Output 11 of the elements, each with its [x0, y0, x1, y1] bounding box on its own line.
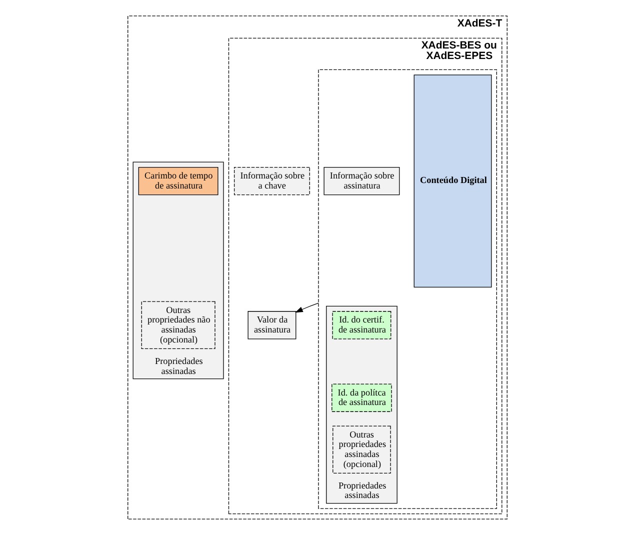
- node-box: Informação sobre a chave: [234, 166, 310, 196]
- arrow: [295, 302, 319, 313]
- node-box: Conteúdo Digital: [414, 74, 492, 288]
- node-box: Id. da polítca de assinatura: [332, 384, 392, 412]
- node-box: Informação sobre assinatura: [324, 166, 400, 196]
- node-box: Outras propriedades assinadas (opcional): [332, 426, 391, 474]
- cluster: [318, 69, 497, 509]
- node-box: Outras propriedades não assinadas (opcional): [141, 301, 216, 350]
- node-box: Valor da assinatura: [248, 311, 296, 340]
- node-box: Id. do certif. de assinatura: [332, 311, 392, 340]
- node-box: Carimbo de tempo de assinatura: [138, 166, 218, 196]
